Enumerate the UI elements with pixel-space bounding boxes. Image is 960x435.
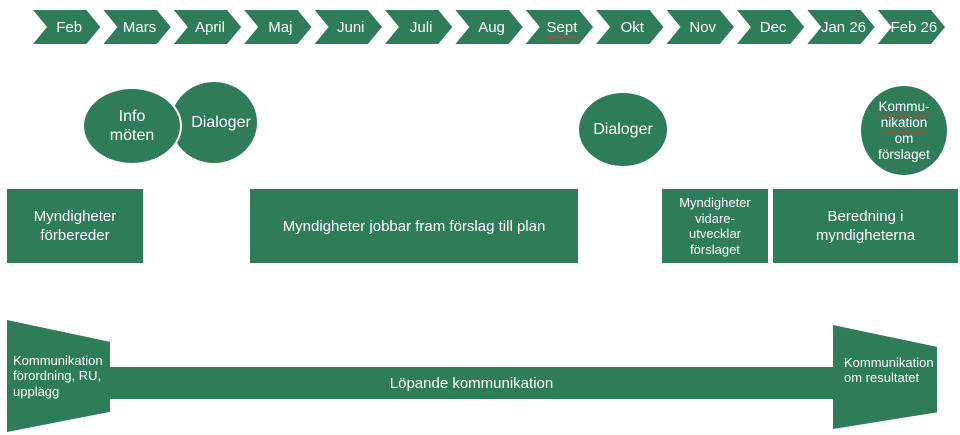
ellipse-dialoger-first: Dialoger — [171, 82, 257, 163]
month-label: Maj — [268, 18, 293, 36]
month-label: Nov — [689, 18, 717, 36]
box-myndigheter-vidareutvecklar: Myndigheter vidare- utvecklar förslaget — [662, 189, 768, 263]
timeline-chevron-sept: Sept — [526, 10, 593, 44]
timeline-chevron-nov: Nov — [667, 10, 734, 44]
ellipse-label-line: förslaget — [878, 146, 930, 162]
timeline-chevron-juni: Juni — [315, 10, 382, 44]
box-myndigheter-forbereder: Myndigheter förbereder — [7, 189, 143, 263]
month-chevron-band: Feb Mars April Maj Juni Juli Aug Sept Ok… — [33, 10, 945, 44]
month-label: Aug — [478, 18, 505, 36]
trapezoid-label-line: om resultatet — [844, 370, 920, 385]
timeline-chevron-mars: Mars — [103, 10, 170, 44]
month-label: Jan 26 — [820, 18, 867, 36]
trapezoid-kommunikation-om-resultatet: Kommunikation om resultatet — [833, 325, 937, 429]
month-label: Dec — [759, 18, 787, 36]
month-label: Feb 26 — [890, 18, 938, 36]
trapezoid-label-line: upplägg — [13, 383, 60, 399]
ellipse-kommunikation-om-forslaget: Kommu- nikation om förslaget — [861, 86, 947, 175]
timeline-chevron-dec: Dec — [737, 10, 804, 44]
ellipse-info-moten: Info möten — [82, 87, 182, 165]
trapezoid-label-line: förordning, RU, — [13, 368, 102, 384]
timeline-chevron-jan-26: Jan 26 — [807, 10, 874, 44]
timeline-chevron-okt: Okt — [596, 10, 663, 44]
box-label-line: utvecklar — [688, 226, 742, 241]
ellipse-label-line: om — [894, 130, 914, 146]
ellipse-label: Info möten — [109, 108, 155, 144]
box-myndigheter-jobbar-fram-forslag: Myndigheter jobbar fram förslag till pla… — [250, 189, 578, 263]
ellipse-label: Dialoger — [593, 120, 653, 138]
timeline-chevron-maj: Maj — [244, 10, 311, 44]
bar-lopande-kommunikation: Löpande kommunikation — [110, 367, 833, 399]
month-label: Mars — [122, 18, 157, 36]
timeline-chevron-feb: Feb — [33, 10, 100, 44]
timeline-chevron-aug: Aug — [455, 10, 522, 44]
ellipse-label: Dialoger — [191, 113, 251, 131]
box-label: Beredning i myndigheterna — [815, 208, 916, 244]
box-label: Myndigheter förbereder — [33, 208, 117, 244]
trapezoid-label-line: Kommunikation — [13, 352, 103, 368]
box-label: Myndigheter jobbar fram förslag till pla… — [282, 217, 546, 235]
trapezoid-kommunikation-forordning: Kommunikation förordning, RU, upplägg — [7, 320, 110, 432]
box-beredning-i-myndigheterna: Beredning i myndigheterna — [773, 189, 958, 263]
box-label-line: vidare- — [695, 210, 735, 226]
ellipse-dialoger-second: Dialoger — [579, 93, 667, 166]
box-label-line: förslaget — [690, 241, 740, 257]
timeline-chevron-feb-26: Feb 26 — [878, 10, 945, 44]
trapezoid-label-line: Kommunikation — [844, 354, 934, 370]
box-label-line: Myndigheter — [679, 195, 751, 210]
timeline-chevron-juli: Juli — [385, 10, 452, 44]
month-label-misspelled: Sept — [546, 18, 578, 36]
month-label: Juni — [336, 18, 365, 36]
ellipse-label-line-misspelled: Kommu- — [878, 98, 930, 114]
bar-label: Löpande kommunikation — [389, 374, 554, 392]
month-label: Juli — [409, 18, 433, 36]
month-label: Okt — [620, 18, 644, 36]
timeline-chevron-april: April — [174, 10, 241, 44]
month-label: Feb — [56, 18, 83, 36]
ellipse-label-line-misspelled: nikation — [880, 114, 928, 130]
month-label: April — [194, 18, 225, 36]
